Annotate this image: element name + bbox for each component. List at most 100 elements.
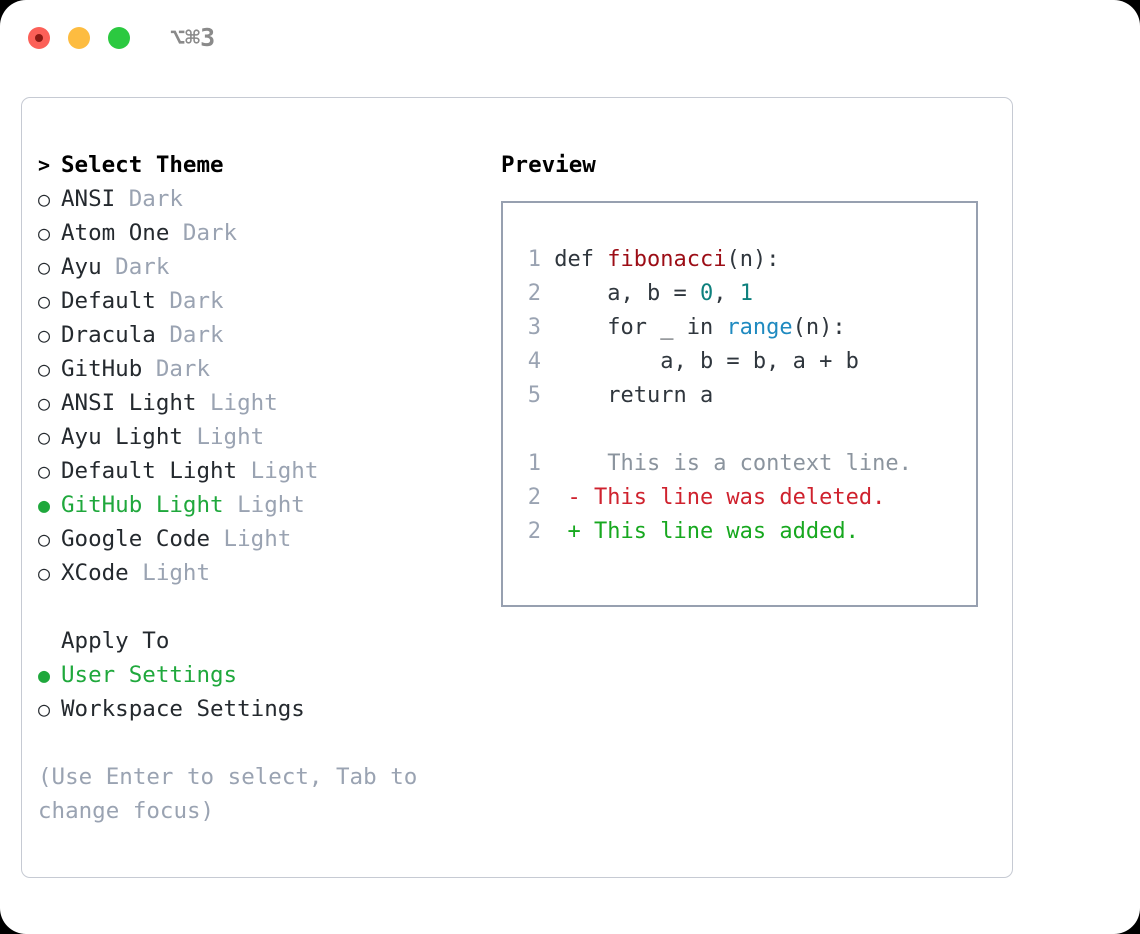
preview-title: Preview: [501, 152, 596, 178]
diff-line-text: - This line was deleted.: [554, 485, 886, 510]
theme-variant-badge: Dark: [142, 356, 211, 382]
code-token: a, b = b, a + b: [554, 349, 859, 374]
theme-list-item[interactable]: ○ XCode Light: [38, 556, 468, 590]
code-token: a, b =: [554, 281, 700, 306]
preview-column: Preview 1 def fibonacci(n):2 a, b = 0, 1…: [501, 148, 991, 607]
apply-to-header-label: Apply To: [61, 628, 170, 654]
theme-name: Google Code: [61, 526, 211, 552]
diff-line: 1 This is a context line.: [515, 447, 972, 481]
theme-name: Ayu: [61, 254, 102, 280]
maximize-window-button[interactable]: [108, 27, 130, 49]
radio-selected-icon[interactable]: ●: [38, 493, 51, 517]
radio-unselected-icon[interactable]: ○: [38, 357, 51, 381]
line-number: 4: [527, 349, 541, 374]
theme-list: ○ ANSI Dark ○ Atom One Dark ○ Ayu Dark ○ Defaul…: [38, 182, 468, 590]
theme-list-item[interactable]: ○ Ayu Light Light: [38, 420, 468, 454]
radio-selected-icon[interactable]: ●: [38, 663, 51, 687]
section-spacer: [38, 590, 468, 624]
content-panel: >Select Theme ○ANSI Dark○Atom One Dark○A…: [21, 97, 1013, 878]
line-number: 5: [527, 383, 541, 408]
code-diff-separator: [515, 413, 972, 447]
code-token: ,: [713, 281, 740, 306]
line-number: 1: [527, 247, 541, 272]
theme-name: ANSI: [61, 186, 116, 212]
radio-unselected-icon[interactable]: ○: [38, 221, 51, 245]
code-line: 5 return a: [515, 379, 972, 413]
diff-line-text: This is a context line.: [554, 451, 912, 476]
blank-marker-icon: ○: [38, 624, 61, 658]
theme-variant-badge: Dark: [101, 254, 170, 280]
theme-name: Ayu Light: [61, 424, 183, 450]
radio-unselected-icon[interactable]: ○: [38, 391, 51, 415]
theme-name: Dracula: [61, 322, 156, 348]
line-number: 1: [527, 451, 541, 476]
theme-name: Default: [61, 288, 156, 314]
radio-unselected-icon[interactable]: ○: [38, 187, 51, 211]
theme-list-item[interactable]: ○ ANSI Dark: [38, 182, 468, 216]
theme-variant-badge: Dark: [155, 322, 224, 348]
code-token: (n):: [792, 315, 846, 340]
theme-name: GitHub: [61, 356, 143, 382]
code-token: return a: [554, 383, 714, 408]
theme-list-item[interactable]: ○Default Dark: [38, 284, 468, 318]
code-token: (n):: [726, 247, 780, 272]
apply-to-header: ○Apply To: [38, 624, 468, 658]
theme-list-item[interactable]: ○ Ayu Dark: [38, 250, 468, 284]
theme-list-item[interactable]: ○ Default Light Light: [38, 454, 468, 488]
radio-unselected-icon[interactable]: ○: [38, 561, 51, 585]
theme-name: GitHub Light: [61, 492, 224, 518]
theme-name: Atom One: [61, 220, 170, 246]
minimize-window-button[interactable]: [68, 27, 90, 49]
theme-list-item[interactable]: ○ GitHub Dark: [38, 352, 468, 386]
apply-to-item[interactable]: ○ Workspace Settings: [38, 692, 468, 726]
line-number: 3: [527, 315, 541, 340]
theme-list-item[interactable]: ● GitHub Light Light: [38, 488, 468, 522]
theme-variant-badge: Light: [128, 560, 211, 586]
theme-list-item[interactable]: ○ ANSI Light Light: [38, 386, 468, 420]
code-token: 0: [699, 281, 714, 306]
theme-variant-badge: Light: [237, 458, 319, 484]
theme-list-item[interactable]: ○Google Code Light: [38, 522, 468, 556]
theme-list-item[interactable]: ○ Dracula Dark: [38, 318, 468, 352]
apply-to-item[interactable]: ●User Settings: [38, 658, 468, 692]
theme-variant-badge: Light: [223, 492, 305, 518]
diff-line: 2 + This line was added.: [515, 515, 972, 549]
code-token: range: [726, 315, 793, 340]
theme-picker-column: >Select Theme ○ANSI Dark○Atom One Dark○A…: [38, 148, 468, 828]
code-line: 4 a, b = b, a + b: [515, 345, 972, 379]
code-token: fibonacci: [607, 247, 727, 272]
diff-line-text: + This line was added.: [554, 519, 859, 544]
radio-unselected-icon[interactable]: ○: [38, 459, 51, 483]
help-text: (Use Enter to select, Tab to change focu…: [38, 764, 418, 824]
code-token: 1: [739, 281, 753, 306]
radio-unselected-icon[interactable]: ○: [38, 289, 51, 313]
theme-name: XCode: [61, 560, 129, 586]
radio-unselected-icon[interactable]: ○: [38, 255, 51, 279]
code-token: def: [554, 247, 608, 272]
radio-unselected-icon[interactable]: ○: [38, 425, 51, 449]
code-line: 2 a, b = 0, 1: [515, 277, 972, 311]
theme-variant-badge: Light: [196, 390, 278, 416]
theme-variant-badge: Dark: [169, 220, 238, 246]
code-token: for _ in: [554, 315, 727, 340]
theme-list-item[interactable]: ○ Atom One Dark: [38, 216, 468, 250]
theme-picker-header-label: Select Theme: [61, 152, 224, 178]
line-number: 2: [527, 485, 541, 510]
theme-variant-badge: Dark: [115, 186, 183, 212]
code-line: 3 for _ in range(n):: [515, 311, 972, 345]
theme-variant-badge: Light: [182, 424, 265, 450]
apply-to-label: Workspace Settings: [61, 696, 305, 722]
title-bar: ⌥⌘3: [0, 0, 1140, 78]
line-number: 2: [527, 281, 541, 306]
theme-name: Default Light: [61, 458, 238, 484]
radio-unselected-icon[interactable]: ○: [38, 323, 51, 347]
theme-name: ANSI Light: [61, 390, 197, 416]
close-window-button[interactable]: [28, 27, 50, 49]
radio-unselected-icon[interactable]: ○: [38, 697, 51, 721]
keyboard-shortcut-label: ⌥⌘3: [170, 23, 216, 52]
radio-unselected-icon[interactable]: ○: [38, 527, 51, 551]
apply-to-list: ●User Settings ○ Workspace Settings: [38, 658, 468, 726]
